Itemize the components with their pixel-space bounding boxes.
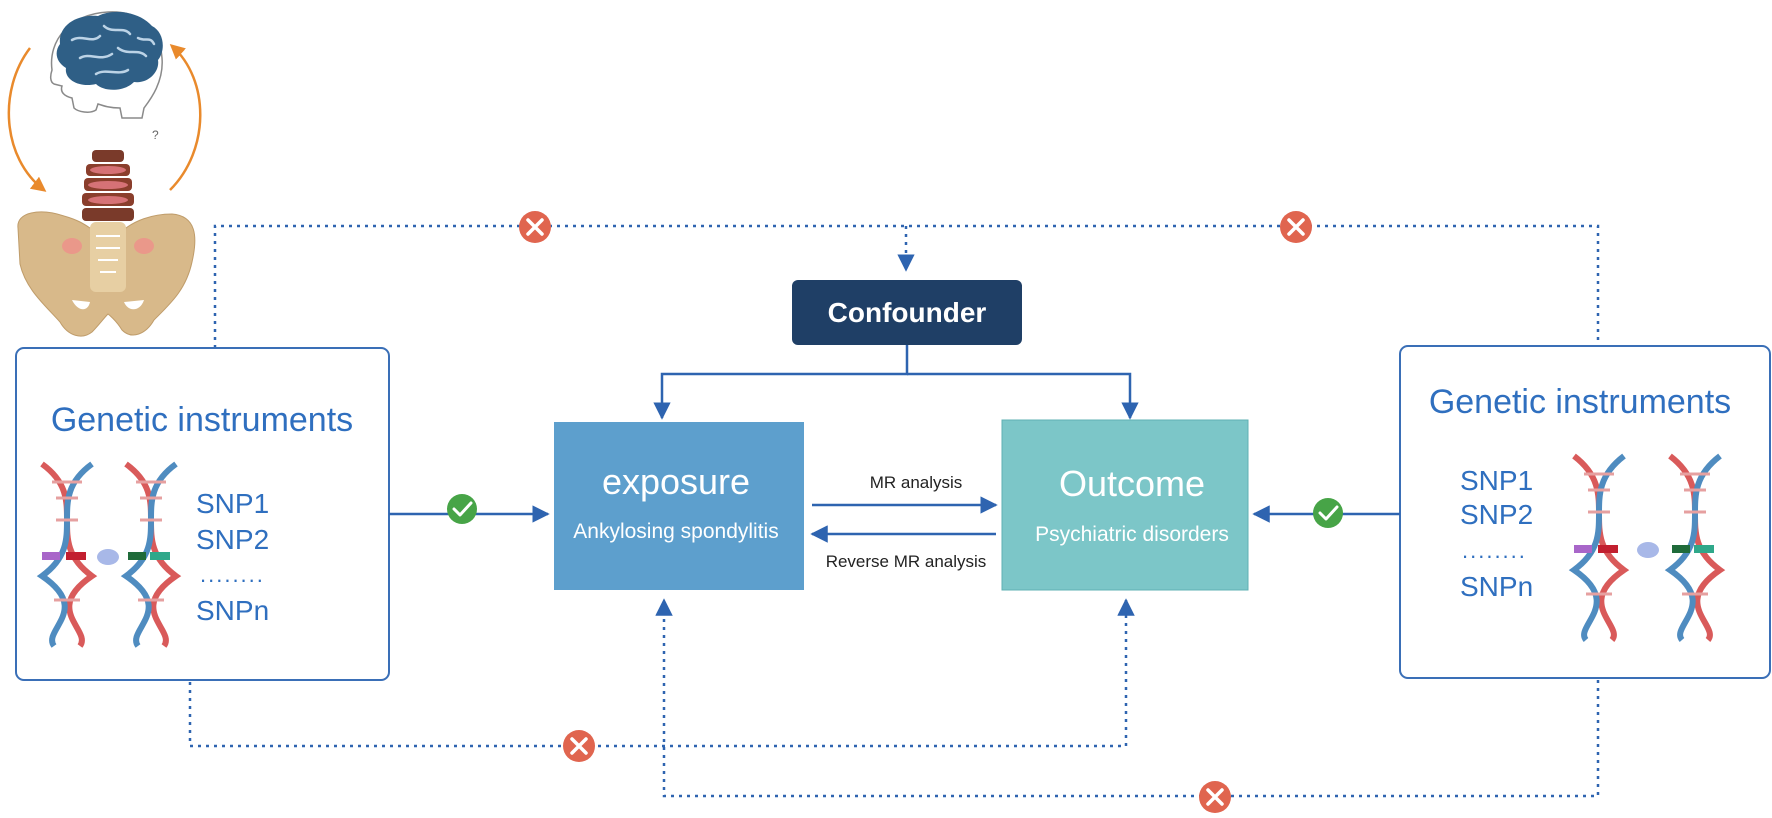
snp-label: SNP1 bbox=[1460, 465, 1533, 496]
snp-label: SNP1 bbox=[196, 488, 269, 519]
right-genetic-panel: Genetic instruments SNP1 SNP2 ........ S… bbox=[1399, 345, 1771, 679]
reverse-mr-label: Reverse MR analysis bbox=[826, 552, 987, 571]
outcome-title: Outcome bbox=[1059, 463, 1205, 504]
cycle-arrow-left-icon bbox=[7, 47, 47, 192]
brain-spine-illustration: ? bbox=[7, 11, 202, 337]
exposure-subtitle: Ankylosing spondylitis bbox=[573, 520, 778, 543]
snp-label: SNP2 bbox=[1460, 499, 1533, 530]
cross-icon bbox=[519, 211, 551, 243]
snp-ellipsis: ........ bbox=[200, 562, 265, 587]
left-snp-list: SNP1 SNP2 ........ SNPn bbox=[196, 488, 269, 626]
dotted-left-to-outcome bbox=[188, 598, 1135, 748]
cross-icon bbox=[1199, 781, 1231, 813]
outcome-node: Outcome Psychiatric disorders bbox=[1001, 419, 1249, 591]
right-snp-list: SNP1 SNP2 ........ SNPn bbox=[1460, 465, 1533, 602]
confounder-connector bbox=[653, 345, 1139, 420]
snp-label: SNPn bbox=[1460, 571, 1533, 602]
brain-icon bbox=[56, 11, 163, 90]
snp-ellipsis: ........ bbox=[1462, 538, 1527, 563]
cycle-arrow-right-icon bbox=[169, 43, 202, 191]
forward-mr-label: MR analysis bbox=[870, 473, 963, 492]
dotted-paths bbox=[188, 224, 1600, 798]
outcome-subtitle: Psychiatric disorders bbox=[1035, 523, 1229, 546]
right-panel-title: Genetic instruments bbox=[1429, 383, 1731, 421]
left-genetic-panel: Genetic instruments SNP1 SNP2 ........ S… bbox=[15, 347, 390, 681]
exposure-title: exposure bbox=[602, 461, 750, 502]
check-icon bbox=[1313, 498, 1343, 528]
dna-helix-icon bbox=[36, 461, 182, 648]
exposure-node: exposure Ankylosing spondylitis bbox=[554, 422, 804, 590]
cross-icon bbox=[563, 730, 595, 762]
snp-label: SNPn bbox=[196, 595, 269, 626]
confounder-label: Confounder bbox=[828, 297, 987, 328]
dotted-right-to-exposure bbox=[655, 598, 1600, 798]
mr-arrows bbox=[810, 496, 998, 543]
dna-helix-icon bbox=[1568, 453, 1726, 642]
left-panel-title: Genetic instruments bbox=[51, 401, 353, 439]
check-icon bbox=[447, 494, 477, 524]
question-mark: ? bbox=[152, 128, 159, 142]
snp-label: SNP2 bbox=[196, 524, 269, 555]
confounder-node: Confounder bbox=[792, 280, 1022, 345]
spine-icon bbox=[82, 150, 134, 221]
cross-icon bbox=[1280, 211, 1312, 243]
